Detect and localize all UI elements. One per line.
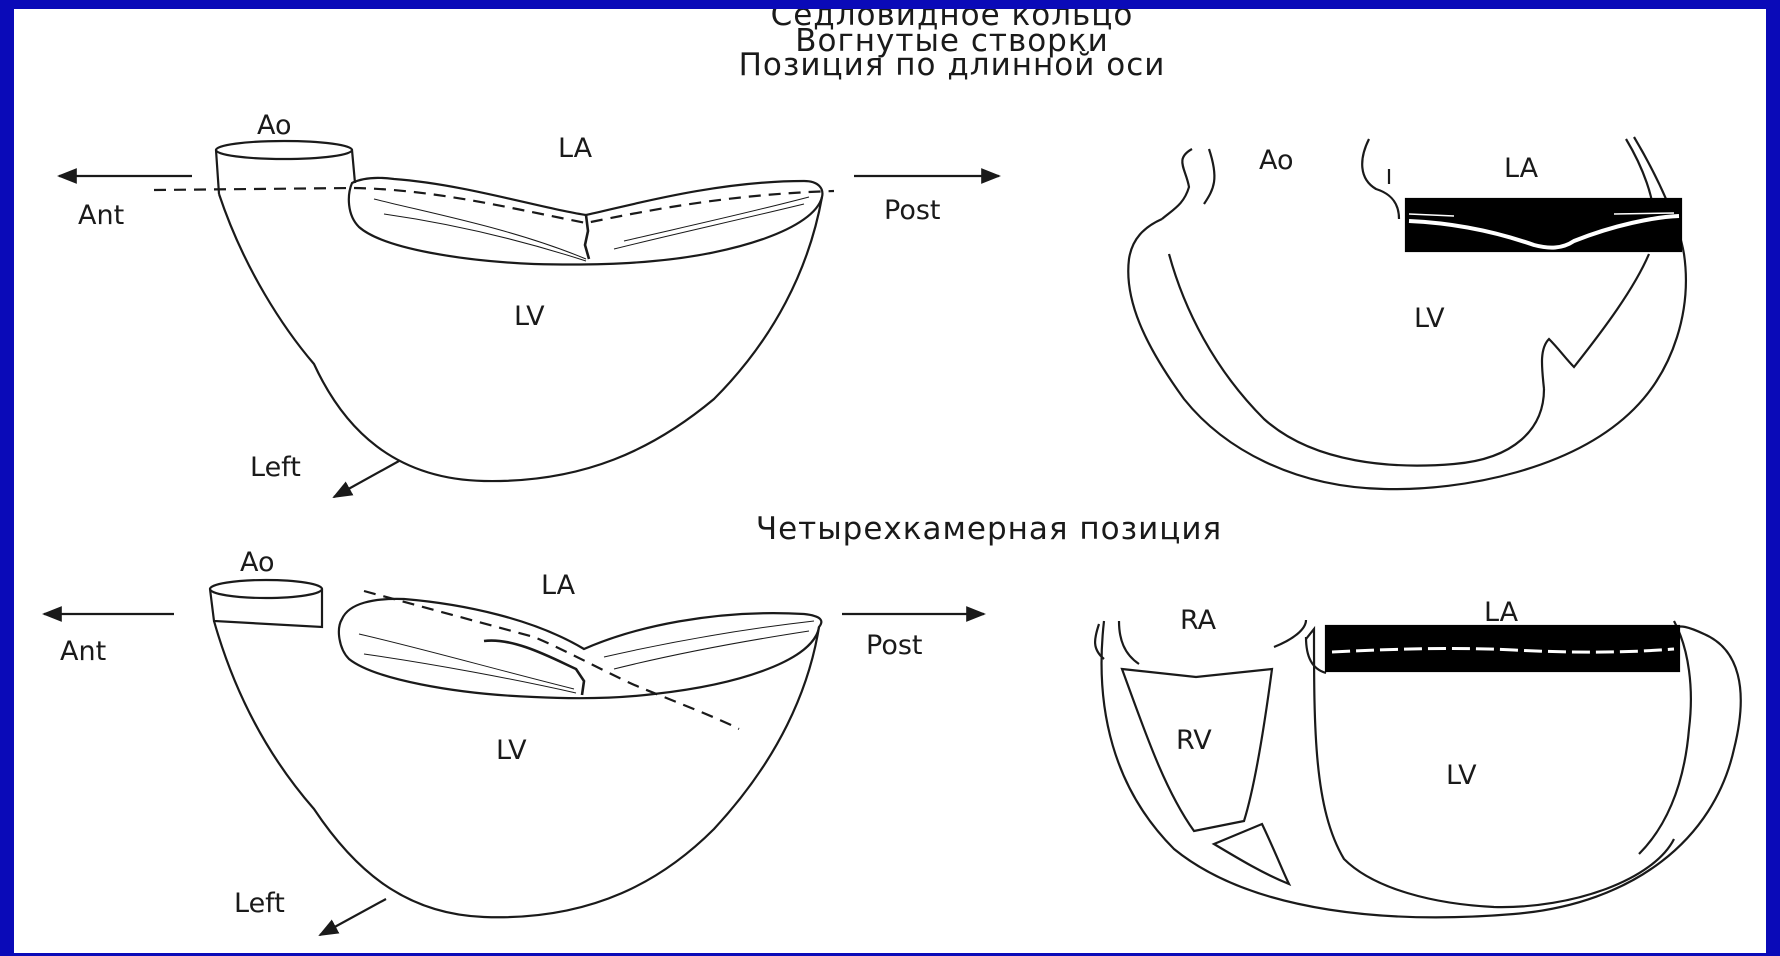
left-arrow — [334, 461, 399, 497]
rv-apex — [1214, 824, 1289, 884]
tr-label-lv: LV — [1414, 303, 1445, 334]
bl-label-lv: LV — [496, 735, 527, 766]
coaptation-line-2 — [484, 641, 584, 695]
br-label-ra: RA — [1180, 605, 1217, 636]
inner-septum-wall — [1169, 254, 1544, 466]
aorta-opening — [216, 141, 352, 159]
tr-label-ao: Ao — [1259, 145, 1294, 176]
left-ventricle-outline-2 — [214, 621, 819, 917]
aorta-opening-2 — [210, 580, 322, 598]
section-title-four-chamber: Четырехкамерная позиция — [756, 511, 1222, 547]
interatrial-septum — [1274, 620, 1326, 673]
papillary-muscle — [1542, 254, 1649, 389]
diagram-canvas: Седловидное кольцо Вогнутые створки Пози… — [14, 9, 1766, 953]
tl-label-ao: Ao — [257, 110, 292, 141]
br-label-lv: LV — [1446, 760, 1477, 791]
slide: Седловидное кольцо Вогнутые створки Пози… — [14, 9, 1766, 953]
tr-label-la: LA — [1504, 153, 1539, 184]
tl-label-la: LA — [558, 133, 593, 164]
mitral-annulus-2 — [339, 599, 821, 698]
bl-label-post: Post — [866, 630, 923, 661]
annulus-axis-dashed — [154, 188, 834, 223]
leaflet-lines — [374, 197, 809, 261]
aortic-root-wall — [1162, 149, 1214, 219]
bl-label-la: LA — [541, 570, 576, 601]
title-line3: Позиция по длинной оси — [739, 47, 1166, 83]
annulus-axis-dashed-2 — [364, 591, 739, 729]
leaflet-lines-2 — [359, 621, 814, 693]
tl-label-post: Post — [884, 195, 941, 226]
coaptation-line — [585, 215, 589, 259]
bl-label-ao: Ao — [240, 547, 275, 578]
bottom-right-four-chamber-diagram — [1095, 620, 1741, 917]
bl-label-ant: Ant — [60, 636, 106, 667]
bl-label-left: Left — [234, 888, 285, 919]
tl-label-ant: Ant — [78, 200, 124, 231]
left-ventricle-outline — [219, 194, 822, 481]
left-arrow-2 — [320, 899, 386, 935]
tl-label-lv: LV — [514, 301, 545, 332]
tl-label-left: Left — [250, 452, 301, 483]
la-wall-left — [1362, 139, 1399, 219]
br-label-rv: RV — [1176, 725, 1212, 756]
top-right-long-axis-diagram — [1128, 137, 1686, 489]
br-label-la: LA — [1484, 597, 1519, 628]
